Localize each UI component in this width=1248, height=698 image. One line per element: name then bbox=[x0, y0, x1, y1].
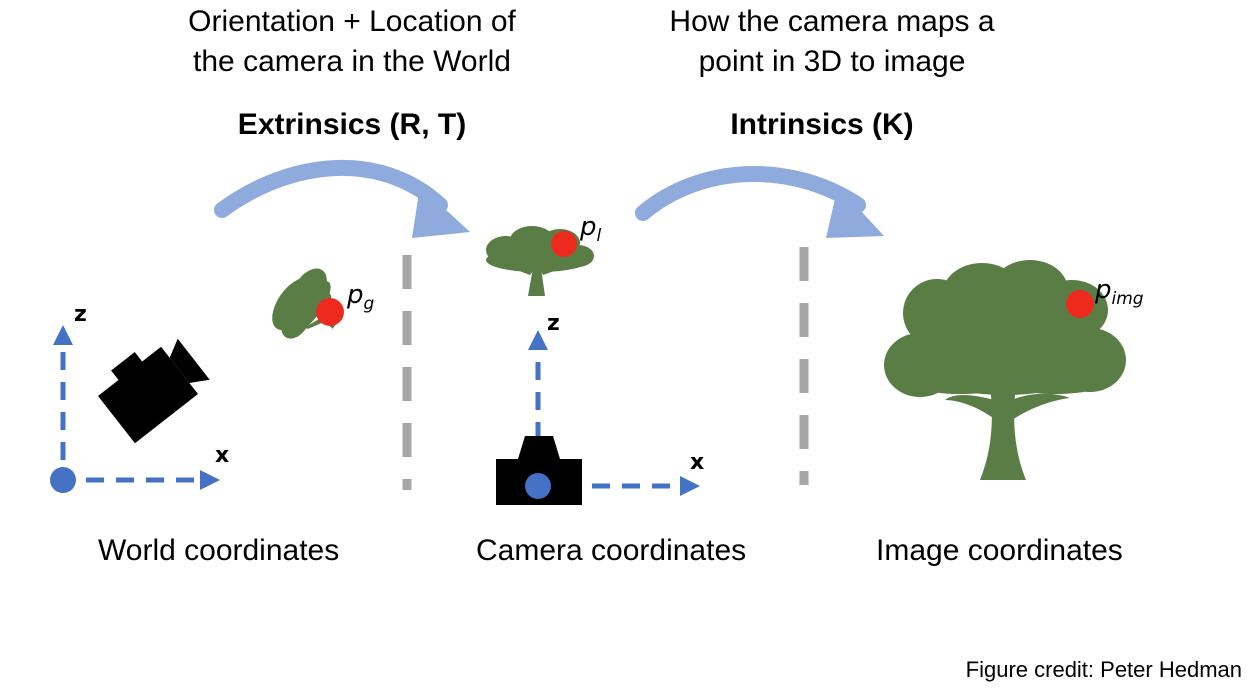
point-g-marker bbox=[316, 298, 344, 326]
camera-axis-z-label: z bbox=[547, 311, 560, 336]
intrinsics-description-line1: How the camera maps a bbox=[669, 5, 995, 38]
point-img-marker bbox=[1066, 290, 1094, 318]
camera-icon bbox=[496, 436, 582, 505]
camera-caption: Camera coordinates bbox=[476, 534, 747, 567]
large-tree-icon bbox=[884, 260, 1126, 480]
point-img-base: p bbox=[1095, 275, 1112, 305]
figure-credit: Figure credit: Peter Hedman bbox=[965, 657, 1242, 682]
world-axis-z-label: z bbox=[74, 302, 87, 327]
extrinsics-description-line2: the camera in the World bbox=[193, 45, 511, 78]
extrinsics-description-line1: Orientation + Location of bbox=[188, 5, 516, 38]
point-l-marker bbox=[551, 231, 577, 257]
point-img-subscript: img bbox=[1111, 289, 1144, 309]
extrinsics-description: Orientation + Location of the camera in … bbox=[188, 2, 516, 82]
intrinsics-title: Intrinsics (K) bbox=[730, 108, 914, 141]
curved-arrow-icon bbox=[635, 166, 884, 238]
world-caption: World coordinates bbox=[98, 534, 340, 567]
point-g-base: p bbox=[347, 280, 364, 310]
world-axis-x-label: x bbox=[215, 443, 230, 468]
small-tree-icon bbox=[486, 226, 594, 296]
intrinsics-description-line2: point in 3D to image bbox=[698, 45, 966, 78]
rotated-camera-icon bbox=[98, 338, 210, 444]
point-l-label: pl bbox=[580, 212, 601, 246]
camera-axes-icon bbox=[528, 330, 700, 496]
extrinsics-title: Extrinsics (R, T) bbox=[237, 108, 467, 141]
world-axes-icon bbox=[50, 325, 220, 493]
image-caption: Image coordinates bbox=[876, 534, 1123, 567]
camera-axis-x-label: x bbox=[690, 450, 705, 475]
intrinsics-description: How the camera maps a point in 3D to ima… bbox=[669, 2, 994, 82]
point-g-subscript: g bbox=[363, 294, 375, 314]
point-img-label: pimg bbox=[1095, 275, 1144, 309]
point-g-label: pg bbox=[347, 280, 374, 314]
point-l-base: p bbox=[580, 212, 597, 242]
curved-arrow-icon bbox=[214, 159, 470, 238]
point-l-subscript: l bbox=[596, 226, 602, 246]
